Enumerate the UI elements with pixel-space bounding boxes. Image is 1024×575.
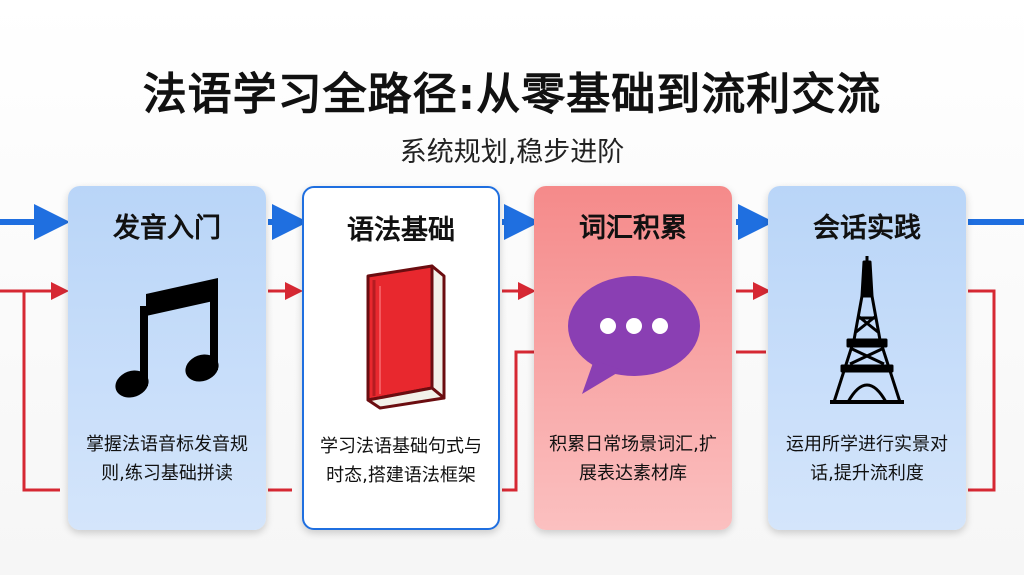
stage-description: 学习法语基础句式与时态,搭建语法框架: [320, 436, 482, 486]
stage-title: 语法基础: [347, 215, 455, 246]
stage-title: 会话实践: [813, 213, 921, 244]
stage-card-grammar: 语法基础 学习法语基础句式与时态,搭建语法框架: [302, 186, 500, 530]
stage-title: 词汇积累: [579, 213, 687, 244]
red-loop-2-3: [502, 350, 534, 492]
red-loop-left: [0, 289, 60, 492]
stage-card-vocabulary: 词汇积累 积累日常场景词汇,扩展表达素材库: [534, 186, 732, 530]
stage-description: 积累日常场景词汇,扩展表达素材库: [549, 434, 717, 484]
music-note-icon: [68, 256, 266, 416]
eiffel-tower-icon: [768, 250, 966, 416]
speech-bubble-icon: [534, 256, 732, 416]
page-title: 法语学习全路径:从零基础到流利交流: [142, 69, 882, 120]
page-subtitle: 系统规划,稳步进阶: [399, 137, 625, 168]
stage-title: 发音入门: [113, 213, 221, 244]
book-icon: [304, 258, 498, 418]
stage-description: 运用所学进行实景对话,提升流利度: [786, 434, 948, 484]
red-loop-right: [968, 289, 996, 492]
stage-card-conversation: 会话实践 运用所学进行实景对话,提升流利度: [768, 186, 966, 530]
stage-description: 掌握法语音标发音规则,练习基础拼读: [86, 434, 248, 484]
stage-card-pronunciation: 发音入门 掌握法语音标发音规则,练习基础拼读: [68, 186, 266, 530]
